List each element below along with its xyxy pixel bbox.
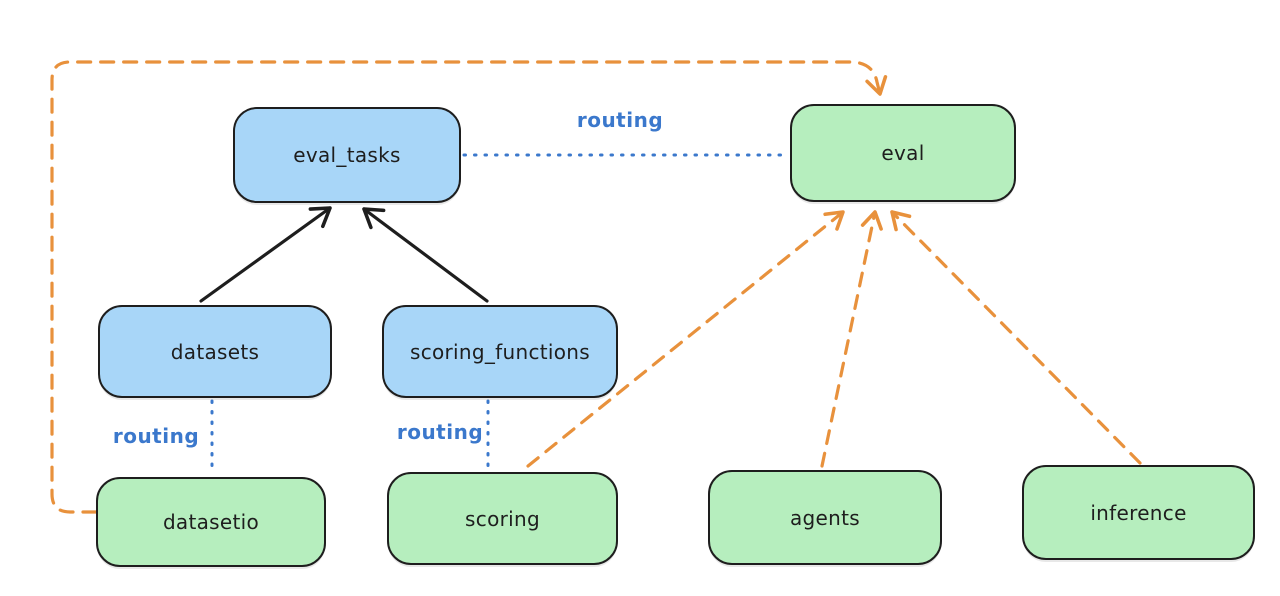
node-datasetio[interactable]: datasetio [96, 477, 326, 567]
node-eval-tasks-label: eval_tasks [293, 143, 401, 167]
node-datasets-label: datasets [170, 339, 260, 364]
node-eval[interactable]: eval [790, 104, 1016, 202]
node-eval-tasks[interactable]: eval_tasks [233, 107, 461, 203]
edge-label-routing-datasets-datasetio: routing [112, 424, 200, 448]
node-inference-label: inference [1090, 500, 1187, 525]
edge-datasets-to-eval-tasks [199, 206, 332, 303]
edge-label-routing-scoring-functions-scoring: routing [396, 420, 484, 444]
node-datasetio-label: datasetio [162, 510, 260, 534]
node-scoring-functions[interactable]: scoring_functions [382, 305, 618, 398]
edge-agents-to-eval [820, 210, 883, 468]
node-scoring-functions-label: scoring_functions [409, 339, 591, 364]
node-inference[interactable]: inference [1022, 465, 1255, 560]
edge-scoring-functions-to-eval-tasks [362, 207, 489, 303]
node-datasets[interactable]: datasets [98, 305, 332, 398]
node-scoring[interactable]: scoring [387, 472, 618, 565]
edge-inference-to-eval [890, 210, 1142, 465]
node-agents-label: agents [790, 505, 860, 530]
node-eval-label: eval [881, 141, 925, 165]
node-agents[interactable]: agents [708, 470, 942, 565]
edge-label-routing-eval-tasks-eval: routing [576, 108, 664, 132]
node-scoring-label: scoring [465, 506, 540, 531]
